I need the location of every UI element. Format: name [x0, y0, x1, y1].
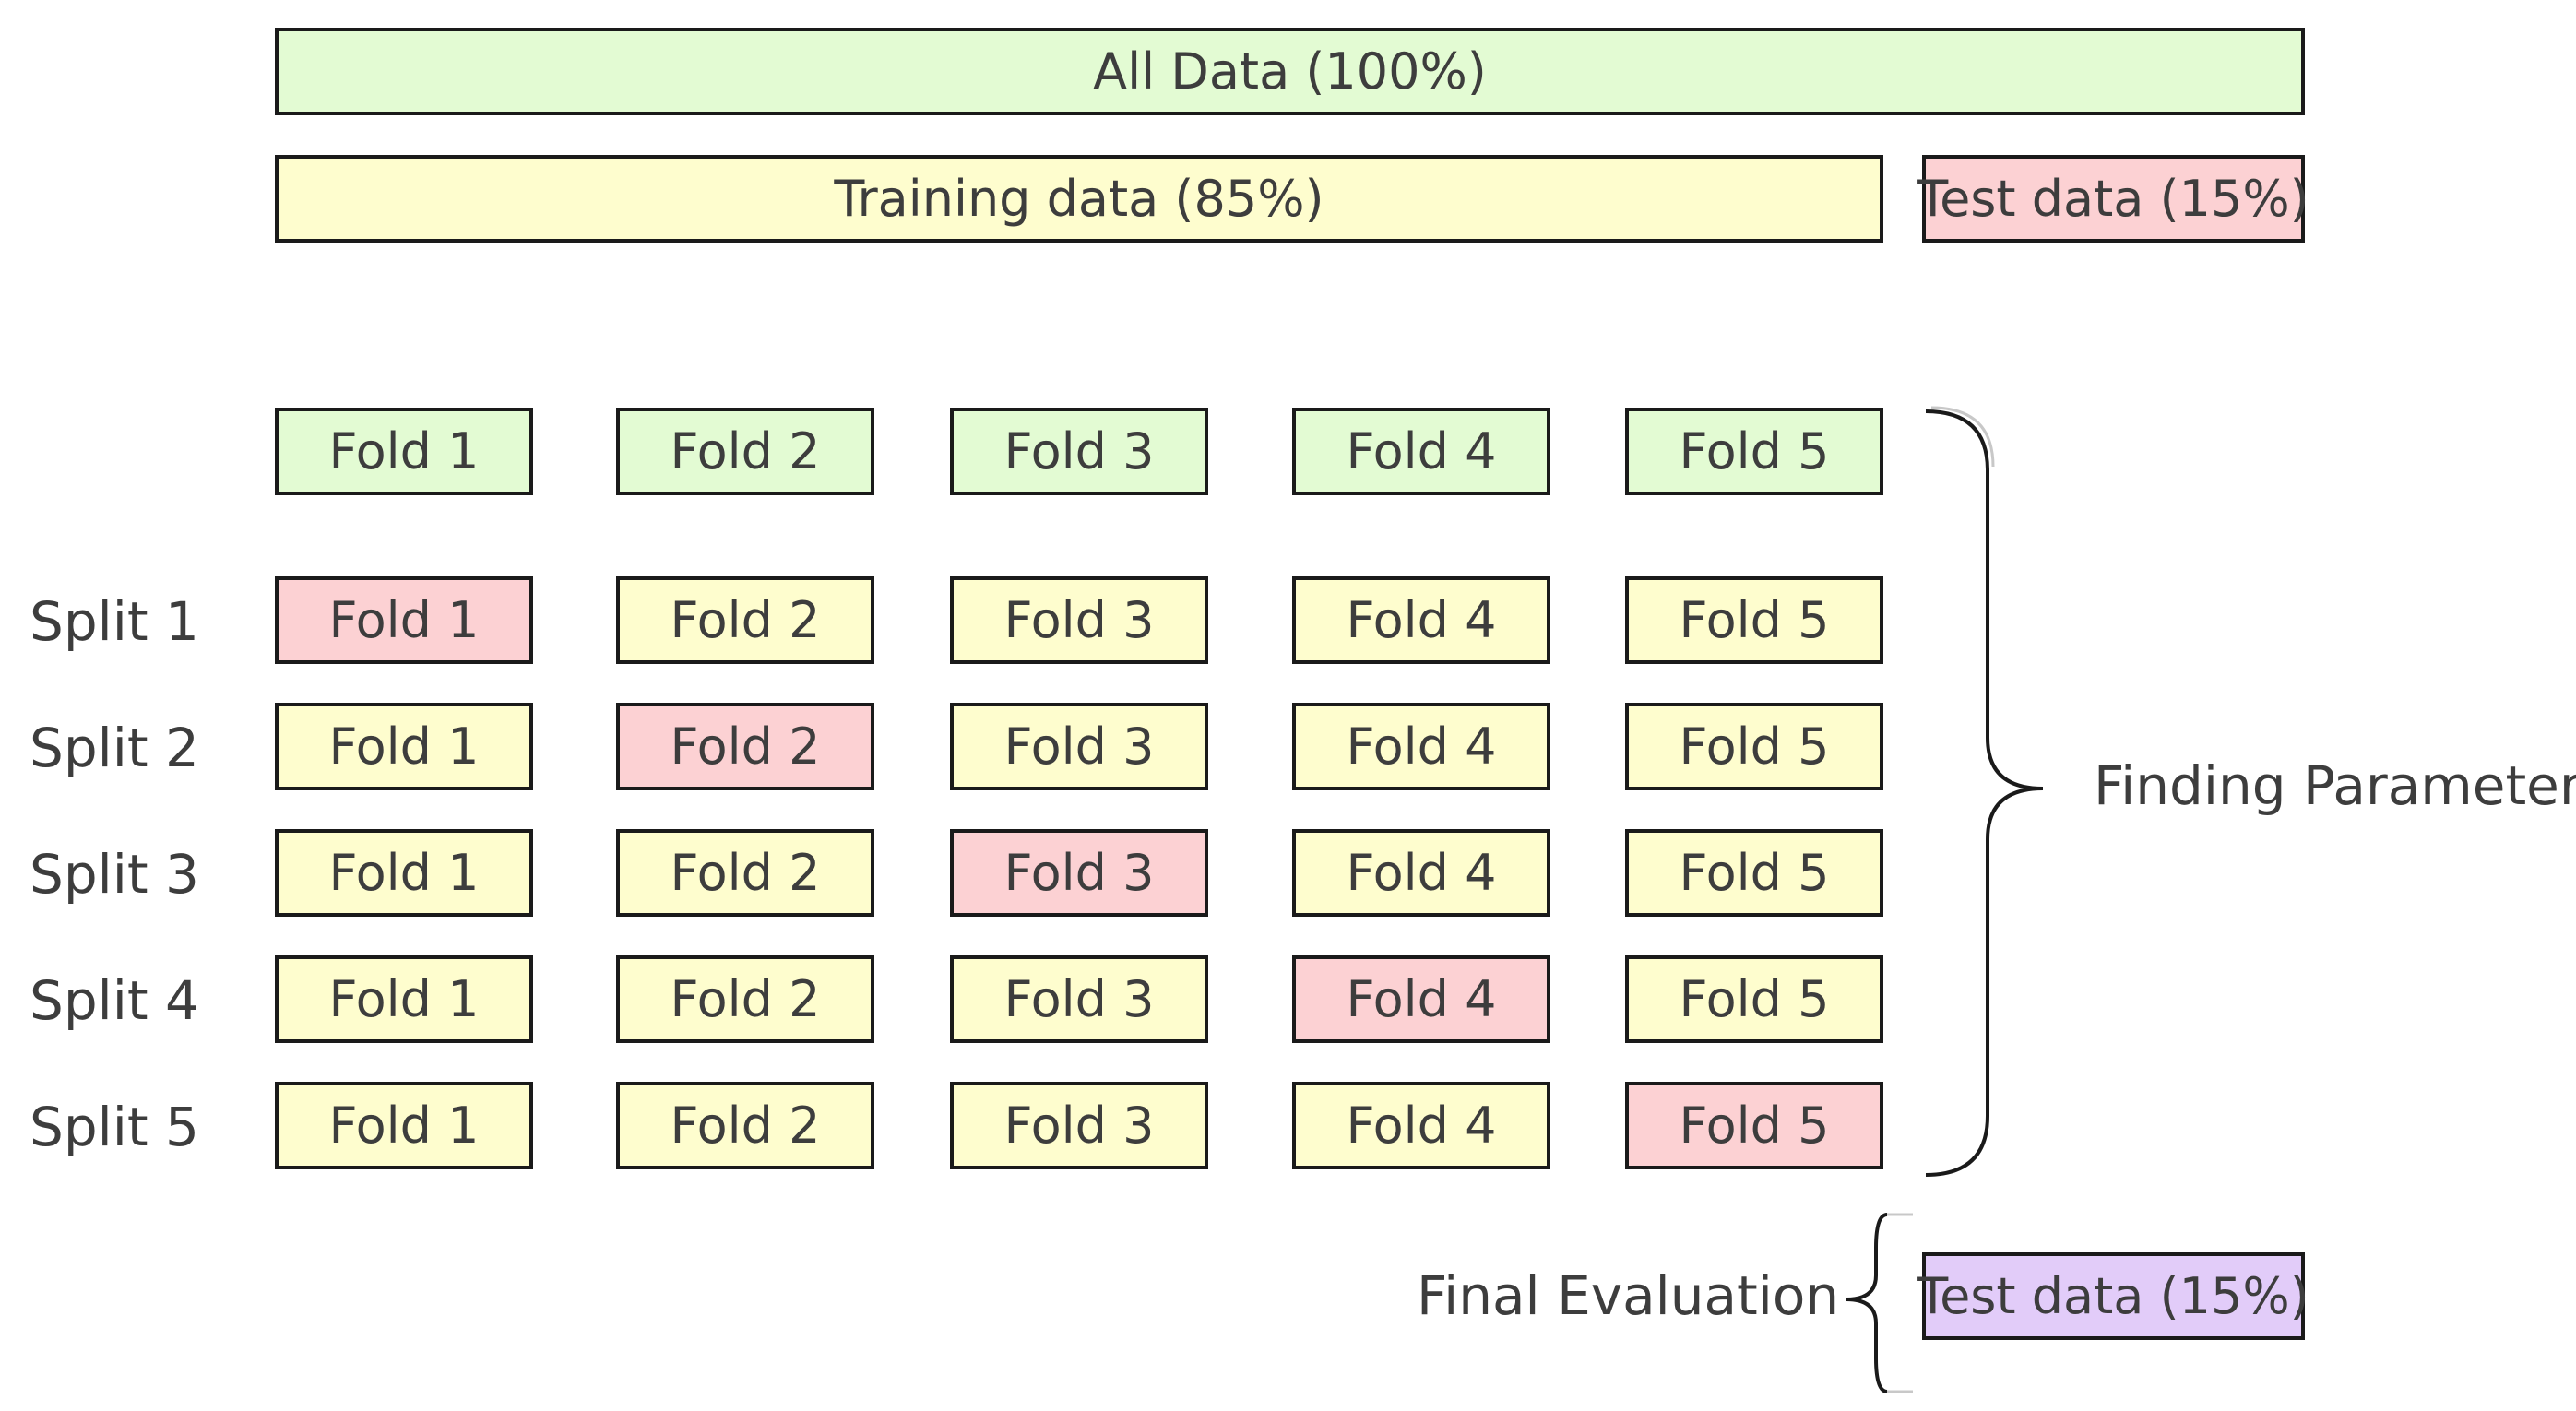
split-2-fold-3-training: Fold 3: [950, 703, 1208, 790]
test-data-bar: Test data (15%): [1917, 155, 2309, 243]
split-label-5: Split 5: [30, 1096, 199, 1158]
finding-parameters-label: Finding Parameters: [2094, 754, 2576, 817]
header-fold-5: Fold 5: [1625, 408, 1883, 495]
split-2-fold-1-training: Fold 1: [275, 703, 533, 790]
training-data-bar: Training data (85%): [275, 155, 1883, 243]
split-2-fold-4-training: Fold 4: [1292, 703, 1550, 790]
split-5-fold-5-validation: Fold 5: [1625, 1082, 1883, 1169]
split-5-fold-3-training: Fold 3: [950, 1082, 1208, 1169]
final-evaluation-brace: [1846, 1213, 1913, 1393]
split-1-fold-1-validation: Fold 1: [275, 576, 533, 664]
split-5-fold-2-training: Fold 2: [616, 1082, 874, 1169]
split-4-fold-1-training: Fold 1: [275, 955, 533, 1043]
split-label-1: Split 1: [30, 590, 199, 653]
split-4-fold-3-training: Fold 3: [950, 955, 1208, 1043]
split-label-3: Split 3: [30, 843, 199, 906]
split-5-fold-1-training: Fold 1: [275, 1082, 533, 1169]
final-test-data-bar: Test data (15%): [1917, 1252, 2309, 1340]
header-fold-3: Fold 3: [950, 408, 1208, 495]
split-3-fold-4-training: Fold 4: [1292, 829, 1550, 917]
all-data-bar: All Data (100%): [275, 28, 2305, 115]
split-1-fold-2-training: Fold 2: [616, 576, 874, 664]
split-3-fold-2-training: Fold 2: [616, 829, 874, 917]
split-1-fold-4-training: Fold 4: [1292, 576, 1550, 664]
split-4-fold-5-training: Fold 5: [1625, 955, 1883, 1043]
split-3-fold-5-training: Fold 5: [1625, 829, 1883, 917]
split-1-fold-5-training: Fold 5: [1625, 576, 1883, 664]
split-2-fold-2-validation: Fold 2: [616, 703, 874, 790]
split-3-fold-1-training: Fold 1: [275, 829, 533, 917]
header-fold-4: Fold 4: [1292, 408, 1550, 495]
split-1-fold-3-training: Fold 3: [950, 576, 1208, 664]
split-label-2: Split 2: [30, 717, 199, 779]
split-2-fold-5-training: Fold 5: [1625, 703, 1883, 790]
split-3-fold-3-validation: Fold 3: [950, 829, 1208, 917]
split-label-4: Split 4: [30, 969, 199, 1032]
header-fold-2: Fold 2: [616, 408, 874, 495]
final-evaluation-label: Final Evaluation: [1417, 1264, 1840, 1327]
header-fold-1: Fold 1: [275, 408, 533, 495]
split-4-fold-2-training: Fold 2: [616, 955, 874, 1043]
split-5-fold-4-training: Fold 4: [1292, 1082, 1550, 1169]
split-4-fold-4-validation: Fold 4: [1292, 955, 1550, 1043]
finding-parameters-brace: [1925, 406, 2044, 1177]
